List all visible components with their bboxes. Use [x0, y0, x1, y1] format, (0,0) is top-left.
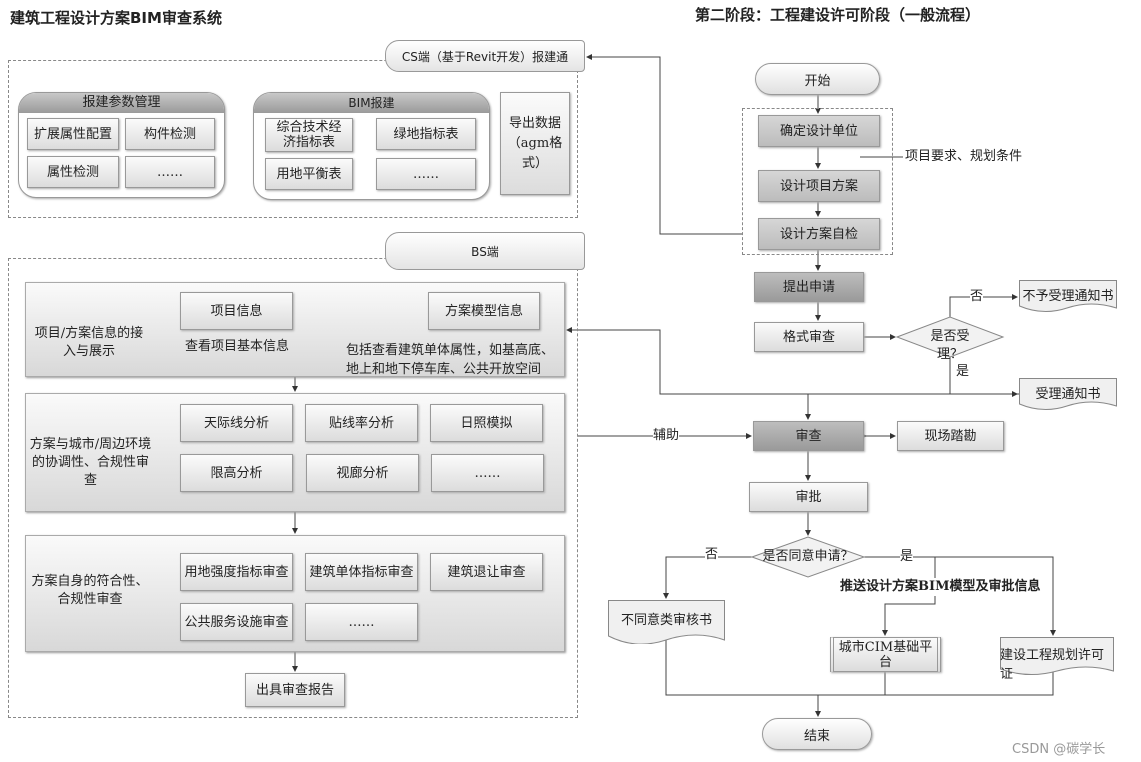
reject-notice-doc: 不予受理通知书 — [1019, 280, 1117, 314]
model-info-box: 方案模型信息 — [428, 292, 540, 330]
bim-item: 绿地指标表 — [376, 118, 476, 150]
accept-notice-doc: 受理通知书 — [1019, 378, 1117, 412]
bim-item: 综合技术经济指标表 — [265, 118, 353, 152]
step-design-scheme: 设计项目方案 — [758, 170, 880, 202]
bim-item: 用地平衡表 — [265, 158, 353, 190]
bs-tab: BS端 — [385, 232, 585, 270]
yes-label: 是 — [956, 363, 970, 381]
review-item: 建筑单体指标审查 — [305, 553, 418, 591]
step-approve: 审批 — [749, 482, 868, 512]
review-item: 用地强度指标审查 — [180, 553, 293, 591]
param-item: 属性检测 — [27, 156, 119, 188]
analysis-item: 日照模拟 — [430, 404, 543, 442]
bim-item: …… — [376, 158, 476, 190]
analysis-item: 视廊分析 — [306, 454, 419, 492]
review-item: 建筑退让审查 — [430, 553, 543, 591]
no-label: 否 — [705, 546, 719, 564]
step-format-check: 格式审查 — [754, 322, 864, 352]
analysis-item: 天际线分析 — [180, 404, 293, 442]
analysis-item: 限高分析 — [180, 454, 293, 492]
panel-label: 项目/方案信息的接入与展示 — [34, 326, 144, 359]
accept-decision-diamond — [895, 316, 1005, 358]
group-title: 报建参数管理 — [19, 93, 224, 113]
push-note: 推送设计方案BIM模型及审批信息 — [840, 578, 1041, 596]
yes-label: 是 — [900, 548, 914, 566]
disagree-doc: 不同意类审核书 — [608, 600, 725, 644]
assist-label: 辅助 — [653, 427, 680, 445]
requirements-note: 项目要求、规划条件 — [905, 149, 1023, 164]
design-stage-group — [742, 108, 893, 255]
accept-question: 是否受理？ — [930, 329, 970, 362]
group-title: BIM报建 — [254, 93, 489, 113]
cs-section — [8, 60, 578, 218]
no-label: 否 — [970, 288, 984, 306]
watermark: CSDN @碳学长 — [1012, 742, 1106, 757]
agree-decision-diamond — [750, 536, 866, 578]
param-item: 扩展属性配置 — [27, 118, 119, 150]
project-info-desc: 查看项目基本信息 — [185, 339, 290, 354]
step-self-check: 设计方案自检 — [758, 218, 880, 250]
model-info-desc: 包括查看建筑单体属性，如基高底、地上和地下停车库、公共开放空间 — [346, 343, 555, 377]
left-title: 建筑工程设计方案BIM审查系统 — [10, 9, 222, 27]
step-review: 审查 — [753, 421, 864, 451]
step-design-unit: 确定设计单位 — [758, 115, 880, 147]
cim-platform-box: 城市CIM基础平台 — [830, 637, 941, 672]
panel-label: 方案与城市/周边环境的协调性、合规性审查 — [29, 437, 152, 488]
analysis-item: …… — [431, 454, 544, 492]
panel-label: 方案自身的符合性、合规性审查 — [31, 574, 149, 607]
analysis-item: 贴线率分析 — [305, 404, 418, 442]
right-title: 第二阶段：工程建设许可阶段（一般流程） — [695, 6, 981, 24]
param-item: 构件检测 — [125, 118, 215, 150]
bs-section — [8, 258, 578, 718]
export-data-box: 导出数据（agm格式） — [500, 92, 570, 195]
review-report-box: 出具审查报告 — [245, 673, 345, 707]
site-survey-box: 现场踏勘 — [897, 421, 1004, 451]
review-item: …… — [305, 603, 418, 641]
step-apply: 提出申请 — [754, 272, 864, 302]
cs-tab: CS端（基于Revit开发）报建通 — [385, 40, 585, 72]
start-node: 开始 — [755, 63, 880, 95]
end-node: 结束 — [762, 718, 872, 750]
permit-doc: 建设工程规划许可证 — [1000, 637, 1114, 682]
agree-question: 是否同意申请？ — [762, 549, 854, 564]
param-item: …… — [125, 156, 215, 188]
project-info-box: 项目信息 — [180, 292, 293, 330]
review-item: 公共服务设施审查 — [180, 603, 293, 641]
